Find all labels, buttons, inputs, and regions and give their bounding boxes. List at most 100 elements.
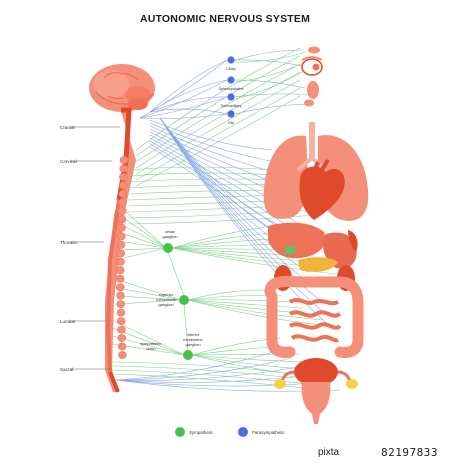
nerve-line <box>234 69 307 100</box>
nerve-line <box>123 209 167 249</box>
nerve-line <box>111 373 323 391</box>
heart <box>299 158 345 220</box>
ganglion-otic <box>227 110 235 118</box>
chain-bead <box>117 232 126 241</box>
ganglion-label-otic: Otic <box>228 121 235 125</box>
chain-bead <box>117 206 127 215</box>
nerve-line <box>135 87 301 181</box>
salivary-glands <box>304 46 320 107</box>
nerve-line <box>115 379 329 387</box>
region-label-lumbar: Lumbar <box>60 319 76 324</box>
superior-mesenteric-ganglion <box>179 295 189 305</box>
chain-bead <box>115 274 125 283</box>
chain-bead <box>119 164 128 173</box>
eye <box>301 56 323 76</box>
nerve-line <box>187 299 293 303</box>
chain-bead <box>117 334 127 342</box>
nerve-line <box>135 71 301 169</box>
chain-bead <box>118 189 128 198</box>
nerve-line <box>135 95 301 187</box>
chain-bead <box>118 181 128 190</box>
chain-bead <box>115 266 125 275</box>
nerve-line <box>149 79 228 113</box>
chain-bead <box>119 173 128 181</box>
page-title: AUTONOMIC NERVOUS SYSTEM <box>139 13 311 25</box>
ganglion-label-sphenopalatine: Sphenopalatine <box>219 87 244 91</box>
nerve-line <box>187 289 273 301</box>
nerve-line <box>115 365 305 381</box>
superior-mesenteric-label-3: ganglion <box>158 302 173 307</box>
nerve-line <box>149 96 228 113</box>
region-ticks <box>70 126 120 370</box>
region-label-cranial: Cranial <box>60 125 75 130</box>
chain-bead <box>118 351 127 359</box>
nerve-line <box>187 299 303 309</box>
nerve-line <box>159 117 333 329</box>
celiac-label-1: celiac <box>165 229 175 234</box>
inferior-mesenteric-label-1: inferior <box>187 332 200 337</box>
nerve-line <box>123 225 167 249</box>
nerve-line <box>139 113 228 119</box>
celiac-ganglion <box>163 243 173 253</box>
chain-bead <box>116 308 126 317</box>
nerve-line <box>135 47 301 151</box>
nerve-line <box>149 119 273 151</box>
nerve-line <box>127 172 276 177</box>
nerve-line <box>149 122 277 163</box>
reproductive-organs <box>274 358 358 424</box>
region-label-sacral: Sacral <box>60 367 73 372</box>
sympathetic-chain-label-1: sympathetic <box>140 341 161 346</box>
nerve-line <box>135 79 301 175</box>
parasympathetic-ganglia: Ciliary Sphenopalatine Submaxillary Otic <box>219 56 244 125</box>
nerve-line <box>171 225 273 249</box>
chain-bead <box>116 249 125 258</box>
nerve-line <box>167 251 185 297</box>
nerve-line <box>149 140 301 235</box>
nerve-line <box>234 93 308 98</box>
nerve-pathways <box>111 47 341 392</box>
nerve-line <box>234 59 303 67</box>
ganglion-label-submaxillary: Submaxillary <box>221 104 242 108</box>
chain-bead <box>116 257 125 266</box>
legend-parasympathetic-dot <box>238 427 248 437</box>
nerve-line <box>135 63 301 163</box>
nerve-line <box>139 59 228 119</box>
sympathetic-chain-label-2: chain <box>146 346 156 351</box>
nerve-line <box>139 96 228 119</box>
nerve-line <box>159 117 291 231</box>
chain-bead <box>116 317 126 325</box>
inferior-mesenteric-ganglion <box>183 350 193 360</box>
ganglion-label-ciliary: Ciliary <box>226 67 236 71</box>
nerve-line <box>135 55 301 157</box>
nerve-line <box>117 279 182 301</box>
nerve-line <box>234 61 307 83</box>
legend: Sympathetic Parasympathetic <box>175 427 286 437</box>
nerve-line <box>149 59 228 113</box>
nerve-line <box>149 108 228 115</box>
nerve-line <box>234 79 306 89</box>
chain-bead <box>117 325 126 334</box>
nerve-line <box>123 247 167 251</box>
nerve-line <box>183 303 189 351</box>
chain-bead <box>119 156 129 164</box>
sympathetic-ganglia: celiac ganglion superior mesenteric gang… <box>140 229 203 360</box>
chain-bead <box>116 300 125 308</box>
watermark-id: 82197833 <box>381 446 438 459</box>
nerve-line <box>187 299 333 327</box>
chain-bead <box>117 215 127 224</box>
legend-sympathetic-label: Sympathetic <box>189 430 214 435</box>
nerve-line <box>159 117 315 287</box>
celiac-label-2: ganglion <box>162 234 177 239</box>
chain-bead <box>116 291 125 300</box>
superior-mesenteric-label-2: mesenteric <box>156 297 176 302</box>
region-label-thoracic: Thoracic <box>60 240 78 245</box>
nerve-line <box>149 128 285 187</box>
brain <box>89 64 155 112</box>
sympathetic-chain-beads <box>115 156 129 359</box>
chain-bead <box>118 198 127 207</box>
nerve-line <box>127 178 281 183</box>
ganglion-sphenopalatine <box>227 76 235 84</box>
ganglion-ciliary <box>227 56 235 64</box>
nerve-line <box>111 361 281 373</box>
